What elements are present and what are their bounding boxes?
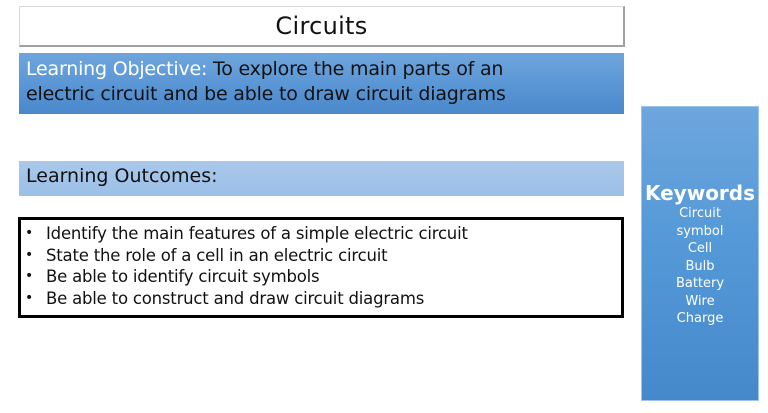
keyword-item: symbol xyxy=(676,223,724,239)
learning-outcomes-header: Learning Outcomes: xyxy=(19,161,624,196)
learning-objective-box: Learning Objective: To explore the main … xyxy=(19,53,624,114)
outcome-text: Identify the main features of a simple e… xyxy=(46,224,468,243)
bullet-icon: • xyxy=(25,268,34,284)
keyword-item: Bulb xyxy=(685,258,715,274)
title-box: Circuits xyxy=(19,6,625,47)
outcome-text: Be able to identify circuit symbols xyxy=(46,267,320,286)
bullet-icon: • xyxy=(25,246,34,263)
outcomes-header-label: Learning Outcomes: xyxy=(26,165,218,187)
keyword-item: Charge xyxy=(676,311,724,326)
outcome-item: • Identify the main features of a simple … xyxy=(25,223,621,245)
keyword-item: Wire xyxy=(685,293,715,309)
keyword-item: Circuit xyxy=(679,206,721,221)
page-title: Circuits xyxy=(275,12,368,40)
outcome-item: • Be able to identify circuit symbols xyxy=(25,266,621,288)
outcomes-list: • Identify the main features of a simple … xyxy=(25,223,621,309)
objective-text-line2: electric circuit and be able to draw cir… xyxy=(26,83,506,105)
keywords-panel: Keywords Circuit symbol Cell Bulb Batter… xyxy=(641,106,759,401)
outcome-item: • State the role of a cell in an electric… xyxy=(25,245,621,267)
bullet-icon: • xyxy=(25,225,34,241)
outcome-text: Be able to construct and draw circuit di… xyxy=(46,288,425,308)
keyword-item: Battery xyxy=(675,276,725,291)
keyword-item: Cell xyxy=(687,241,713,256)
learning-outcomes-list-box: • Identify the main features of a simple … xyxy=(18,217,624,318)
outcome-item: • Be able to construct and draw circuit d… xyxy=(25,288,621,310)
bullet-icon: • xyxy=(25,289,34,306)
keywords-title: Keywords xyxy=(644,181,756,205)
outcome-text: State the role of a cell in an electric … xyxy=(46,245,388,265)
objective-text-line1: To explore the main parts of an xyxy=(207,58,504,80)
objective-label: Learning Objective: xyxy=(26,58,208,80)
